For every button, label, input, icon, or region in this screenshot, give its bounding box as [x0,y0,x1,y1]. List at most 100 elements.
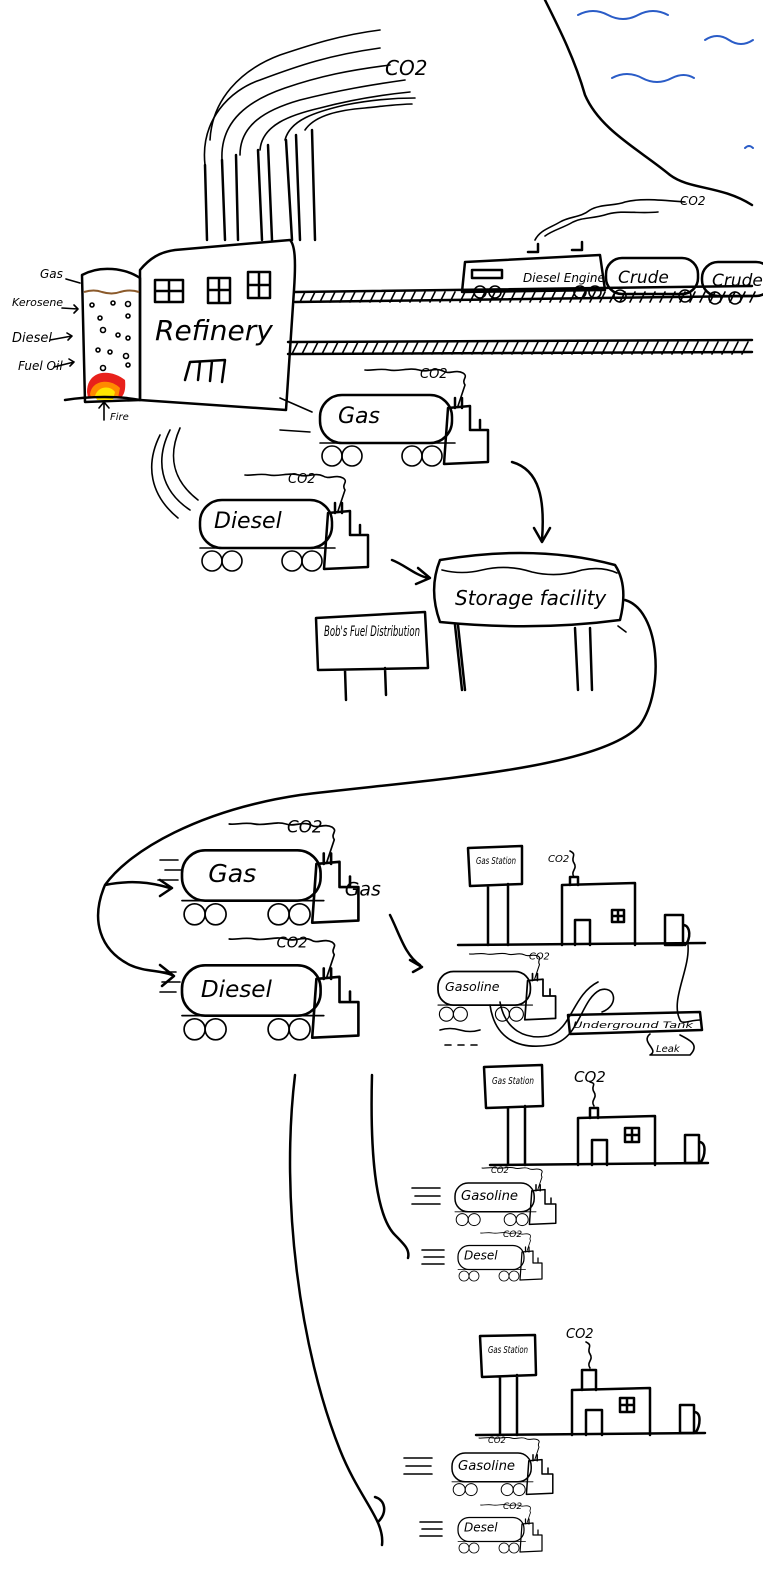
truck-label: Gasoline [458,1459,515,1474]
lake [543,0,754,207]
leak-label: Leak [656,1044,681,1055]
truck-label: Gasoline [461,1189,518,1204]
truck-emission-label: CO2 [491,1165,509,1175]
truck-label: Gas [338,404,380,429]
gas-station-2: Gas Station CO2 [482,1063,710,1167]
truck-cab [310,852,360,925]
truck-wheel [503,1213,517,1227]
truck-wheel [421,445,443,467]
truck-exhaust-smoke [481,1166,543,1191]
truck-label: Gasoline [445,979,500,994]
truck-wheel [500,1483,514,1497]
flow-arrow [388,913,424,974]
truck-wheel [301,550,323,572]
truck-emission-label: CO2 [288,472,316,487]
truck-wheel [201,550,223,572]
truck-wheel [498,1270,510,1282]
motion-lines [157,859,182,993]
storage-facility: Storage facility [432,551,627,692]
truck-label: Desel [464,1521,498,1535]
truck-wheel [512,1483,526,1497]
flow-line [288,1073,410,1547]
truck-wheel [221,550,243,572]
train: Diesel Engine CO2 Crude Crude [460,194,763,305]
tower-label-gas: Gas [40,267,63,281]
truck-label: Diesel [214,509,282,534]
truck-diesel-2: Diesel CO2 [180,934,360,1041]
refinery-smokestacks: CO2 [203,29,427,242]
truck-wheel [498,1542,510,1554]
truck-cab [519,1518,543,1553]
refinery-emission-label: CO2 [385,56,427,80]
truck-wheel [458,1270,470,1282]
truck-wheel [468,1270,480,1282]
bobs-fuel-sign: Bob's Fuel Distribution [314,610,430,702]
distillation-tower: Fire Gas Kerosene Diesel Fuel Oil [12,267,142,423]
tank-label: Underground Tank [573,1021,694,1031]
truck-wheel [464,1483,478,1497]
truck-wheel [452,1483,466,1497]
truck-cab [442,396,490,466]
truck-wheel [288,902,311,926]
station-sign: Gas Station [492,1076,534,1087]
railway-tracks [286,284,756,356]
truck-gas-2: Gas Gas CO2 [180,816,381,926]
tower-label-fuel-oil: Fuel Oil [18,359,63,373]
flow-arrow [390,558,432,586]
station-sign: Gas Station [476,856,516,867]
gas-station-1: Gas Station CO2 [456,844,707,1023]
truck-cab [528,1184,557,1226]
truck-wheel [452,1006,468,1022]
truck-emission-label: CO2 [529,952,550,963]
truck-cab [525,1454,554,1496]
truck-wheel [183,1017,206,1041]
truck-exhaust-smoke [364,368,467,407]
tower-label-diesel: Diesel [12,331,52,346]
truck-gas: Gas CO2 [318,367,490,467]
truck-wheel [508,1542,520,1554]
truck-cab [523,972,557,1021]
truck-exhaust-smoke [228,937,336,978]
station-emission-label: CO2 [574,1068,606,1086]
truck-cab [310,967,360,1040]
refinery-label: Refinery [155,314,273,347]
flow-arrow [510,460,552,544]
truck-exhaust-smoke [478,1436,540,1461]
truck-diesel-3: Desel CO2 [457,1230,543,1282]
truck-emission-label: CO2 [420,367,448,382]
train-emission-label: CO2 [680,194,705,208]
truck-wheel [455,1213,469,1227]
truck-wheel [267,902,290,926]
truck-gasoline-3: Gasoline CO2 [451,1435,554,1497]
truck-emission-label: CO2 [503,1502,522,1512]
truck-cab [322,501,370,571]
sign-line: Bob's Fuel Distribution [324,624,420,640]
truck-emission-label: CO2 [488,1435,506,1445]
truck-wheel [401,445,423,467]
truck-label: Gas [208,859,256,888]
refinery-building: Refinery [138,238,297,412]
truck-wheel [183,902,206,926]
truck-exhaust-smoke [228,822,336,863]
motion-lines [403,1457,443,1537]
truck-exhaust-smoke [480,1232,532,1252]
engine-label: Diesel Engine [523,271,605,285]
truck-emission-label: CO2 [503,1230,522,1240]
flow-line [96,598,657,988]
truck-cab [519,1246,543,1281]
truck-wheel [508,1270,520,1282]
truck-wheel [468,1542,480,1554]
truck-wheel [281,550,303,572]
truck-wheel [515,1213,529,1227]
truck-diesel: Diesel CO2 [198,472,370,572]
station-emission-label: CO2 [566,1327,594,1342]
truck-gasoline-2: Gasoline CO2 [454,1165,557,1227]
truck-emission-label: CO2 [277,934,308,951]
truck-wheel [204,1017,227,1041]
station-sign: Gas Station [488,1345,528,1356]
truck-wheel [204,902,227,926]
motion-lines [411,1187,445,1265]
truck-exhaust-smoke [480,1504,532,1524]
truck-wheel [467,1213,481,1227]
truck-extra-label: Gas [345,878,381,900]
